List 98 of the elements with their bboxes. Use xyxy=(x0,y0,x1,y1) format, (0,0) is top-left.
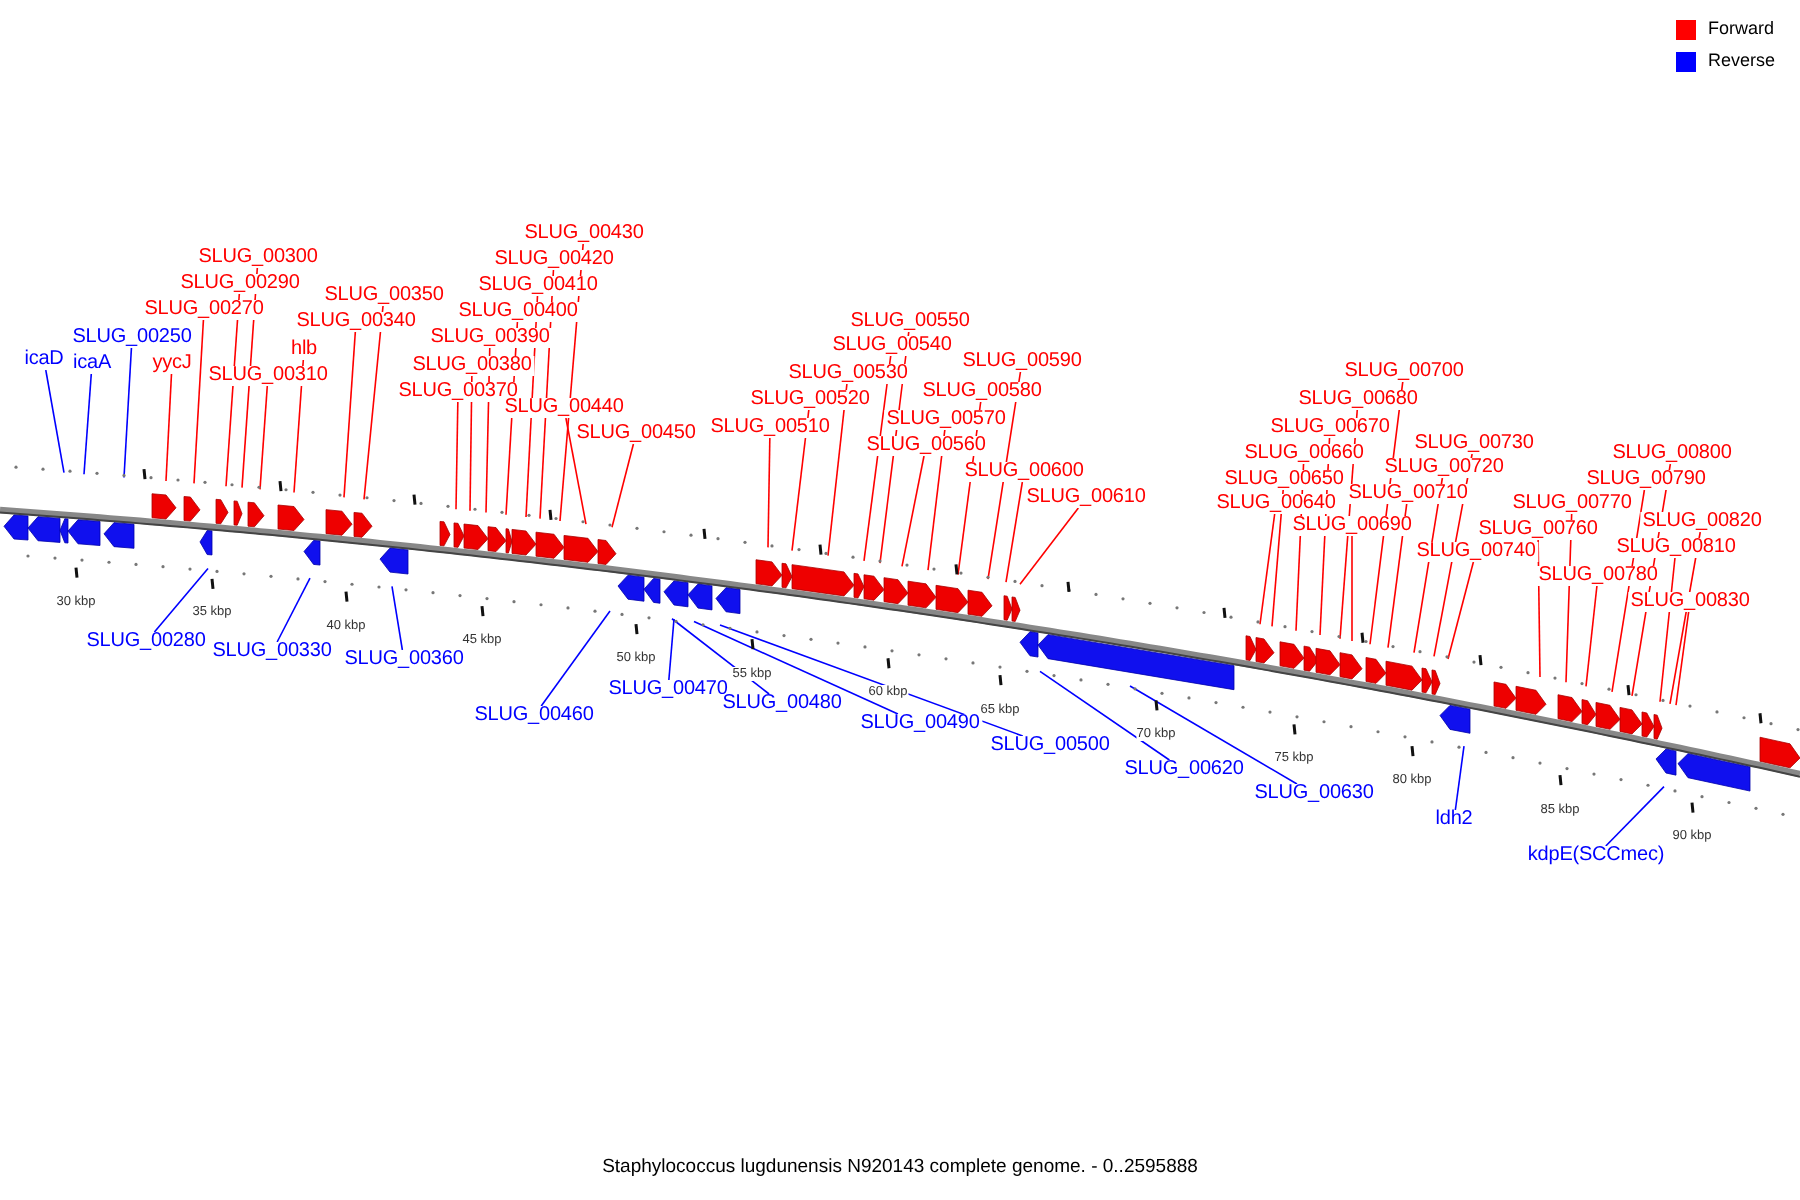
gene-label: SLUG_00340 xyxy=(294,312,418,332)
leader-line xyxy=(1454,745,1465,811)
gene-label: SLUG_00350 xyxy=(322,286,446,306)
gene-label: SLUG_00570 xyxy=(884,410,1008,430)
gene-label: SLUG_00620 xyxy=(1122,760,1246,780)
gene-label: SLUG_00660 xyxy=(1242,444,1366,464)
gene-label: SLUG_00610 xyxy=(1024,488,1148,508)
gene-label: SLUG_00450 xyxy=(574,424,698,444)
gene-label: SLUG_00480 xyxy=(720,694,844,714)
gene-label: SLUG_00280 xyxy=(84,632,208,652)
gene-label: SLUG_00510 xyxy=(708,418,832,438)
gene-label: SLUG_00790 xyxy=(1584,470,1708,490)
gene-label: SLUG_00820 xyxy=(1640,512,1764,532)
gene-label: SLUG_00690 xyxy=(1290,516,1414,536)
leader-line xyxy=(123,347,133,479)
gene-label: SLUG_00540 xyxy=(830,336,954,356)
leader-line xyxy=(455,401,459,510)
gene-label: SLUG_00650 xyxy=(1222,470,1346,490)
gene-label: SLUG_00670 xyxy=(1268,418,1392,438)
gene-label: SLUG_00310 xyxy=(206,366,330,386)
leader-line xyxy=(1447,561,1475,660)
gene-label: SLUG_00380 xyxy=(410,356,534,376)
gene-label: SLUG_00410 xyxy=(476,276,600,296)
gene-label: SLUG_00420 xyxy=(492,250,616,270)
gene-label: SLUG_00740 xyxy=(1414,542,1538,562)
gene-label: hlb xyxy=(288,340,320,360)
gene-label: SLUG_00430 xyxy=(522,224,646,244)
gene-label: SLUG_00490 xyxy=(858,714,982,734)
gene-label: SLUG_00630 xyxy=(1252,784,1376,804)
gene-label: SLUG_00300 xyxy=(196,248,320,268)
gene-label: SLUG_00590 xyxy=(960,352,1084,372)
leader-line xyxy=(565,417,587,525)
gene-label: SLUG_00780 xyxy=(1536,566,1660,586)
gene-label: SLUG_00270 xyxy=(142,300,266,320)
gene-label: SLUG_00360 xyxy=(342,650,466,670)
leader-line xyxy=(259,385,269,491)
gene-label: SLUG_00390 xyxy=(428,328,552,348)
gene-label: SLUG_00770 xyxy=(1510,494,1634,514)
gene-label: icaA xyxy=(70,354,114,374)
gene-label: yycJ xyxy=(150,354,194,374)
gene-label: SLUG_00830 xyxy=(1628,592,1752,612)
gene-label: SLUG_00290 xyxy=(178,274,302,294)
gene-label: SLUG_00520 xyxy=(748,390,872,410)
leader-line xyxy=(719,624,1024,737)
gene-label: kdpE(SCCmec) xyxy=(1525,846,1667,866)
leader-line xyxy=(1259,513,1276,626)
leader-line xyxy=(791,409,810,552)
gene-label: SLUG_00760 xyxy=(1476,520,1600,540)
gene-label: SLUG_00560 xyxy=(864,436,988,456)
leader-line xyxy=(611,443,635,529)
gene-label: SLUG_00720 xyxy=(1382,458,1506,478)
leader-line xyxy=(1351,535,1353,642)
leader-line xyxy=(901,455,925,568)
leader-line xyxy=(276,577,311,643)
gene-label: SLUG_00640 xyxy=(1214,494,1338,514)
leader-line xyxy=(165,373,173,482)
gene-label: SLUG_00810 xyxy=(1614,538,1738,558)
leader-line xyxy=(391,585,404,651)
gene-label: SLUG_00730 xyxy=(1412,434,1536,454)
gene-label: SLUG_00600 xyxy=(962,462,1086,482)
legend-label: Forward xyxy=(1708,18,1775,38)
gene-label: ldh2 xyxy=(1433,810,1475,830)
gene-label: SLUG_00680 xyxy=(1296,390,1420,410)
gene-label: SLUG_00460 xyxy=(472,706,596,726)
leader-line xyxy=(44,369,65,474)
leader-line xyxy=(1019,507,1080,585)
leader-line xyxy=(1129,685,1298,785)
leader-line xyxy=(193,319,205,485)
leader-line xyxy=(1005,481,1024,583)
gene-label: SLUG_00710 xyxy=(1346,484,1470,504)
gene-label: icaD xyxy=(22,350,66,370)
gene-label: SLUG_00250 xyxy=(70,328,194,348)
leader-line xyxy=(827,383,848,557)
gene-label: SLUG_00580 xyxy=(920,382,1044,402)
gene-label: SLUG_00500 xyxy=(988,736,1112,756)
leader-line xyxy=(1605,785,1665,847)
leader-line xyxy=(1039,670,1171,761)
gene-label: SLUG_00330 xyxy=(210,642,334,662)
gene-label: SLUG_00530 xyxy=(786,364,910,384)
leader-line xyxy=(1675,611,1690,706)
leader-line xyxy=(671,617,770,695)
leader-line xyxy=(343,331,357,499)
gene-label: SLUG_00700 xyxy=(1342,362,1466,382)
leader-line xyxy=(767,437,771,549)
legend-label: Reverse xyxy=(1708,50,1776,70)
gene-label: SLUG_00400 xyxy=(456,302,580,322)
leader-line xyxy=(540,610,611,707)
leader-line xyxy=(83,373,93,476)
leader-line xyxy=(693,620,899,715)
leader-line xyxy=(1659,557,1676,703)
gene-label: SLUG_00550 xyxy=(848,312,972,332)
leader-line xyxy=(153,567,209,633)
gene-label: SLUG_00800 xyxy=(1610,444,1734,464)
leader-line xyxy=(1585,585,1598,688)
leader-line xyxy=(363,305,384,501)
caption: Staphylococcus lugdunensis N920143 complete genome. - 0..2595888 xyxy=(600,1156,1200,1178)
leader-line xyxy=(668,618,675,681)
gene-label: SLUG_00440 xyxy=(502,398,626,418)
